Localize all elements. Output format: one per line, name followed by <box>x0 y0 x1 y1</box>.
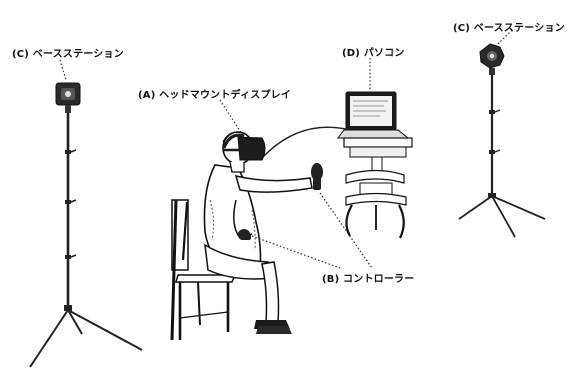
label-controller: (B) コントローラー <box>322 274 415 285</box>
leader-b-lower <box>251 235 341 269</box>
label-base-station-left: (C) ベースステーション <box>12 49 124 60</box>
controller-left-hand <box>238 229 251 240</box>
base-station-left <box>29 82 143 368</box>
seated-person <box>203 131 313 334</box>
hmd-cable <box>261 126 351 159</box>
label-hmd: (A) ヘッドマウントディスプレイ <box>138 90 292 101</box>
head-mounted-display <box>222 133 266 161</box>
label-base-station-right: (C) ベースステーション <box>453 23 565 34</box>
controller-right-hand <box>311 163 323 190</box>
label-pc: (D) パソコン <box>342 48 405 59</box>
leader-c-left <box>59 59 67 81</box>
chair <box>170 199 237 341</box>
leader-a <box>219 99 243 135</box>
leader-b-upper <box>319 192 373 269</box>
pc-laptop-cart <box>337 91 413 239</box>
base-station-right <box>458 43 546 238</box>
